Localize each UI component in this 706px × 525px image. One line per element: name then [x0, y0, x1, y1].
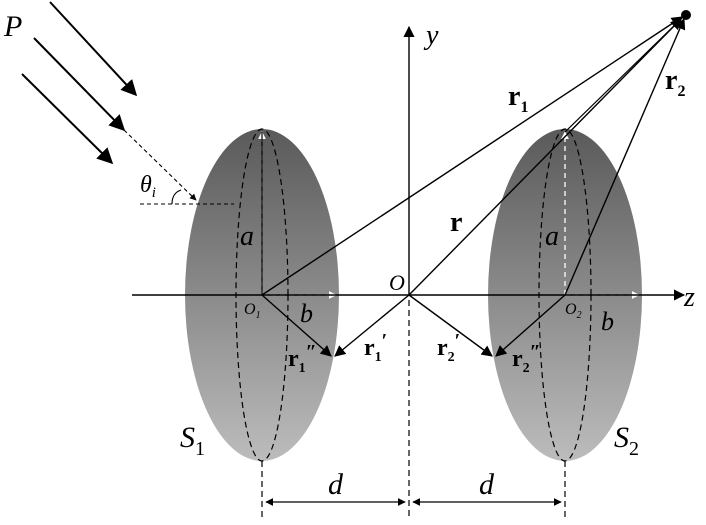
label-axis-z: z — [683, 282, 695, 313]
label-d-left: d — [328, 468, 344, 501]
vector-r1-prime — [334, 294, 410, 357]
vector-s2-top — [564, 17, 683, 133]
label-a-right: a — [545, 221, 559, 252]
label-s1: S1 — [180, 421, 205, 460]
label-axis-y: y — [423, 20, 439, 51]
label-b-left: b — [300, 299, 313, 328]
incident-ray-3 — [21, 73, 114, 165]
label-r2-prime: r2′ — [437, 330, 460, 365]
label-s2: S2 — [614, 421, 639, 460]
label-origin: O — [389, 270, 405, 295]
label-r2-double-prime: r2″ — [512, 341, 541, 376]
incident-ray-2 — [33, 37, 126, 132]
label-a-left: a — [240, 221, 254, 252]
incident-direction-dashed — [123, 129, 197, 201]
label-r1: r1 — [508, 81, 528, 116]
label-angle: θi — [140, 172, 156, 201]
label-o1: O1 — [244, 301, 261, 321]
label-o2: O2 — [565, 301, 582, 321]
label-d-right: d — [479, 468, 495, 501]
angle-arc — [171, 189, 182, 205]
label-b-right: b — [601, 307, 614, 336]
label-r1-double-prime: r1″ — [288, 341, 317, 376]
vector-r — [408, 18, 682, 296]
vector-r2 — [564, 17, 686, 296]
vector-r2-double-prime — [495, 294, 566, 357]
vector-r2-prime — [408, 294, 493, 357]
incident-ray-1 — [49, 1, 138, 97]
label-wave-p: P — [3, 10, 22, 43]
vector-r1-double-prime — [261, 294, 332, 357]
label-r1-prime: r1′ — [364, 330, 387, 365]
observation-point — [681, 10, 691, 20]
vector-r1 — [261, 16, 683, 296]
label-r: r — [450, 207, 462, 238]
label-r2: r2 — [665, 65, 685, 100]
